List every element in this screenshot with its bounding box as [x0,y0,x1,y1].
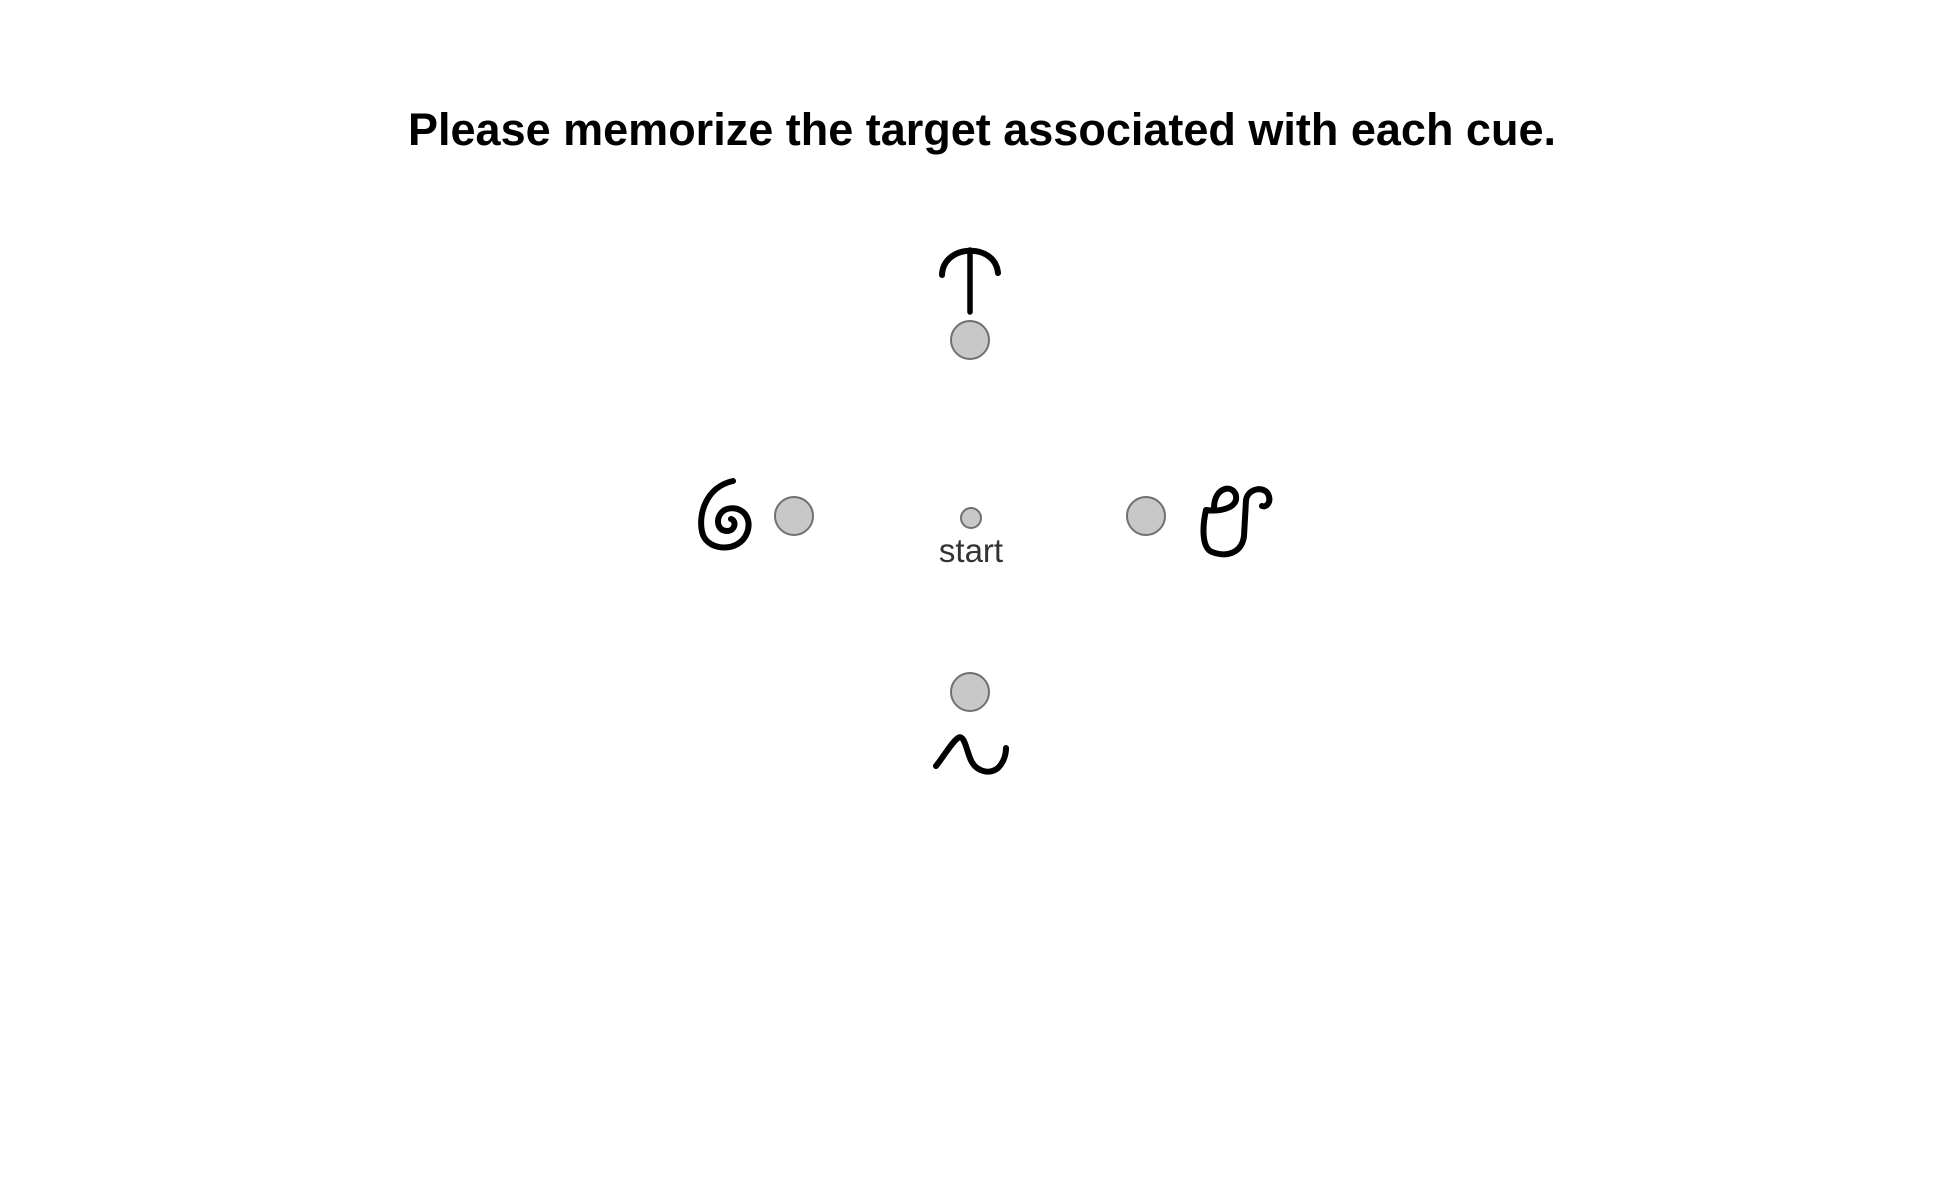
start-point[interactable] [960,507,982,529]
target-right[interactable] [1126,496,1166,536]
target-left[interactable] [774,496,814,536]
instruction-text: Please memorize the target associated wi… [408,104,1556,155]
tilde-glyph-icon [933,734,1009,775]
start-label: start [938,532,1004,569]
target-bottom[interactable] [950,672,990,712]
t-shaped-glyph-icon [939,247,1001,315]
looped-glyph-icon [1200,485,1273,558]
target-top[interactable] [950,320,990,360]
spiral-glyph-icon [698,478,752,551]
